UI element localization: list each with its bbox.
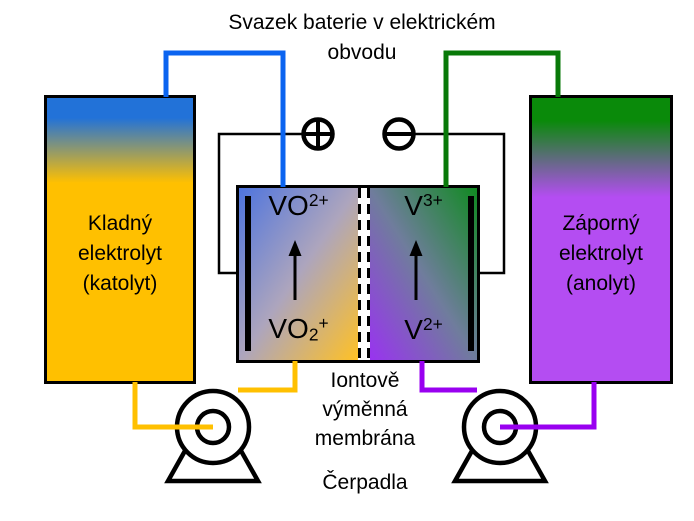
negative-terminal-icon — [382, 117, 416, 151]
yellow-tube-tank-to-pump — [132, 382, 213, 430]
species-vo2plus: VO2+ — [268, 190, 329, 222]
electrochemical-cell: VO2+ VO2+ V3+ V2+ — [236, 185, 480, 363]
right-pump-icon — [451, 388, 549, 484]
membrane-dashed-line-right — [367, 188, 370, 360]
anolyte-tank: Záporný elektrolyt (anolyt) — [529, 95, 673, 384]
pumps-label: Čerpadla — [322, 471, 408, 494]
catholyte-tank: Kladný elektrolyt (katolyt) — [44, 95, 196, 384]
ion-exchange-membrane — [358, 188, 370, 360]
species-v3plus: V3+ — [404, 190, 443, 222]
species-vo2-plus: VO2+ — [268, 313, 329, 345]
cell-positive-half: VO2+ VO2+ — [239, 188, 358, 360]
purple-tube-tank-to-pump — [500, 382, 597, 430]
membrane-dashed-line-left — [358, 188, 361, 360]
left-pump-icon — [164, 388, 262, 484]
membrane-label: Iontově výměnná membrána — [314, 369, 416, 450]
catholyte-tank-label: Kladný elektrolyt (katolyt) — [77, 211, 163, 295]
diagram-title: Svazek baterie v elektrickém obvodu — [228, 11, 496, 64]
positive-terminal-icon — [301, 117, 335, 151]
species-v2plus: V2+ — [404, 313, 443, 345]
cell-negative-half: V3+ V2+ — [370, 188, 477, 360]
anolyte-tank-label: Záporný elektrolyt (anolyt) — [558, 211, 644, 295]
